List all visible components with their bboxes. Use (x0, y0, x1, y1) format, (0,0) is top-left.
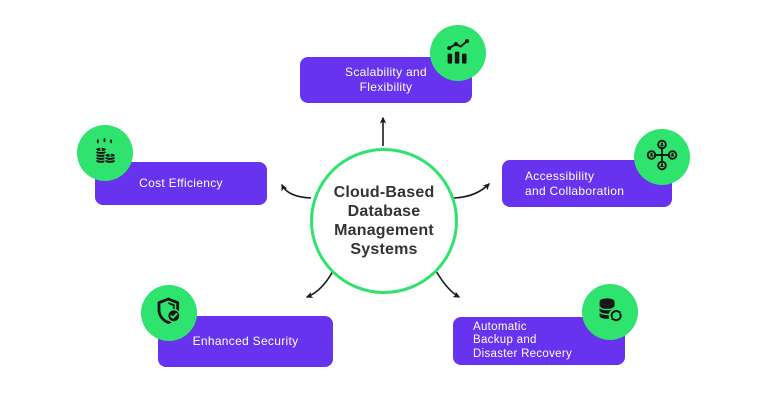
shield-check-icon (153, 295, 185, 332)
node-cost-label: Cost Efficiency (139, 176, 223, 190)
node-scalability: Scalability and Flexibility (300, 57, 472, 103)
arrow-to-right (453, 183, 490, 199)
center-hub-label: Cloud-Based Database Management Systems (333, 184, 435, 258)
node-accessibility: Accessibility and Collaboration (502, 160, 672, 207)
user-network-icon (645, 138, 679, 177)
node-scalability-label: Scalability and Flexibility (345, 65, 427, 94)
arrow-to-bottom-left (305, 270, 334, 298)
growth-chart-icon (442, 35, 474, 72)
coin-stack-icon: $ $ (89, 135, 121, 172)
center-hub-circle: Cloud-Based Database Management Systems (310, 148, 458, 294)
svg-text:$: $ (108, 152, 111, 158)
node-accessibility-label: Accessibility and Collaboration (525, 168, 625, 198)
badge-scalability (430, 25, 486, 81)
badge-cost: $ $ (77, 125, 133, 181)
badge-backup (582, 284, 638, 340)
node-security-label: Enhanced Security (192, 334, 299, 348)
svg-text:$: $ (99, 146, 102, 152)
arrow-to-bottom-right (435, 270, 461, 298)
node-backup-label: Automatic Backup and Disaster Recovery (473, 320, 573, 360)
badge-accessibility (634, 129, 690, 185)
badge-security (141, 285, 197, 341)
database-sync-icon (594, 294, 626, 331)
arrow-to-left (281, 183, 312, 199)
